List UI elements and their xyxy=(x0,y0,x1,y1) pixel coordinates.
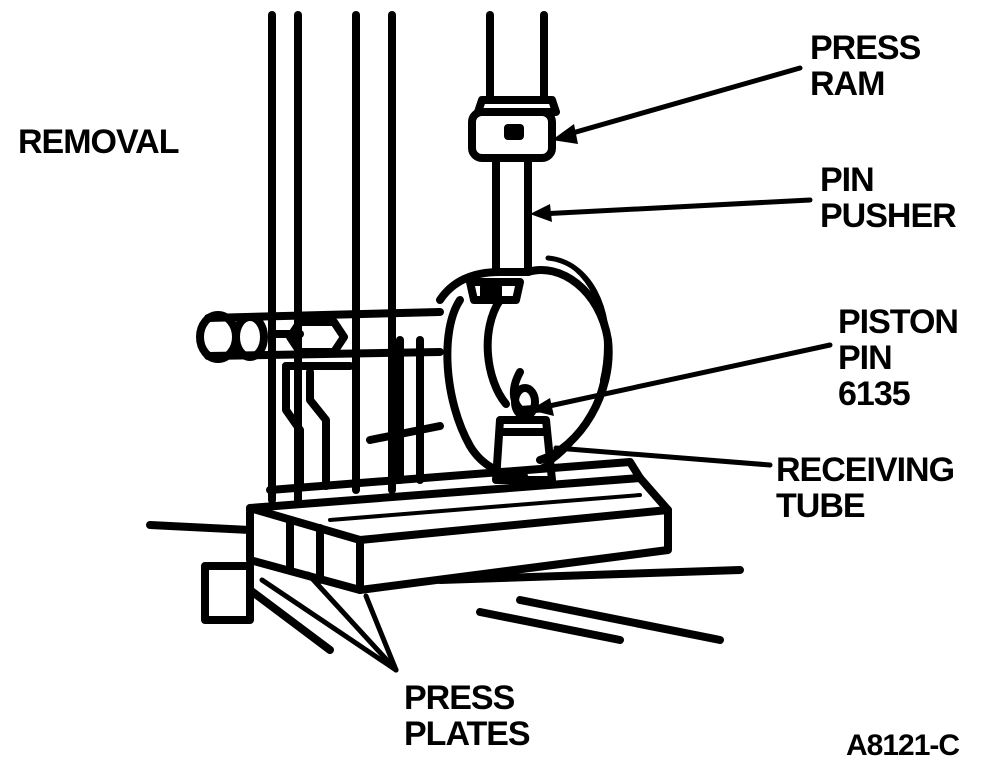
press-plates xyxy=(246,458,672,594)
press-plates-leader-3 xyxy=(363,593,399,673)
receiving-tube-leader xyxy=(553,445,773,468)
press-ram-leader xyxy=(559,65,803,139)
press-plates-leader-1 xyxy=(259,577,399,673)
leader-arrowheads xyxy=(530,124,578,416)
press-plates-label: PRESS PLATES xyxy=(404,679,531,753)
receiving-tube-label: RECEIVING TUBE xyxy=(776,451,955,525)
leader-lines xyxy=(259,65,833,673)
press-plates-leader-2 xyxy=(305,571,399,673)
press-columns xyxy=(268,11,396,504)
diagram-title: REMOVAL xyxy=(18,123,179,161)
pin-pusher-leader xyxy=(537,197,813,217)
piston-pin-leader xyxy=(537,342,833,411)
piston-pin-label: PISTON PIN 6135 xyxy=(838,303,959,413)
receiving-tube xyxy=(492,416,556,484)
pin-pusher-label: PIN PUSHER xyxy=(820,161,957,235)
figure-code: A8121-C xyxy=(846,729,960,762)
press-ram xyxy=(468,11,560,162)
support-fixture xyxy=(282,336,444,490)
press-bed xyxy=(146,521,744,654)
press-ram-label: PRESS RAM xyxy=(810,29,921,103)
pin-pusher xyxy=(492,154,532,276)
